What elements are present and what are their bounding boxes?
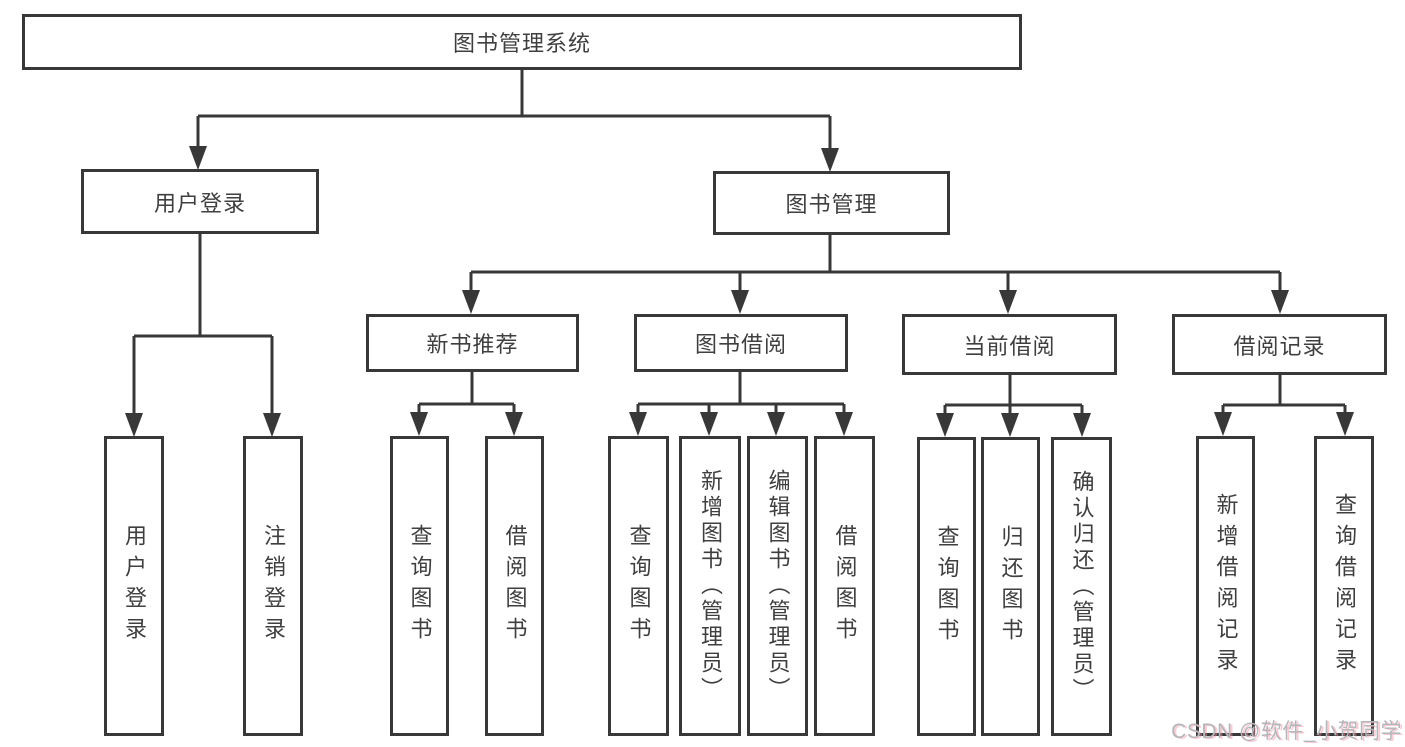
leaf-add-borrow-record: 新增借阅记录: [1196, 436, 1255, 736]
leaf-label: 查询图书: [407, 524, 433, 648]
leaf-edit-book-admin: 编辑图书（管理员）: [747, 436, 808, 736]
leaf-label: 新增图书（管理员）: [698, 469, 723, 703]
node-borrowing-records: 借阅记录: [1172, 314, 1387, 375]
leaf-label: 查询借阅记录: [1332, 493, 1357, 679]
leaf-add-book-admin: 新增图书（管理员）: [679, 436, 741, 736]
leaf-query-books-borrow: 查询图书: [608, 436, 669, 736]
leaf-query-borrow-record: 查询借阅记录: [1314, 436, 1374, 736]
node-label: 当前借阅: [963, 333, 1056, 359]
node-label: 新书推荐: [426, 332, 519, 357]
node-current-borrowing: 当前借阅: [902, 314, 1117, 375]
leaf-label: 用户登录: [122, 524, 147, 648]
leaf-user-login: 用户登录: [104, 436, 164, 736]
leaf-label: 确认归还（管理员）: [1069, 469, 1095, 704]
watermark: CSDN @软件_小贺同学: [1171, 720, 1402, 743]
node-book-management: 图书管理: [713, 171, 950, 235]
node-label: 图书管理: [785, 192, 878, 217]
leaf-label: 新增借阅记录: [1213, 493, 1239, 679]
leaf-query-books-current: 查询图书: [917, 437, 976, 736]
leaf-borrow-books-recommend: 借阅图书: [485, 436, 544, 736]
node-label: 图书借阅: [694, 332, 787, 357]
leaf-label: 查询图书: [934, 524, 960, 649]
leaf-label: 查询图书: [626, 524, 652, 648]
leaf-label: 归还图书: [998, 524, 1024, 649]
node-book-borrowing: 图书借阅: [634, 314, 848, 372]
node-label: 借阅记录: [1233, 333, 1326, 359]
leaf-return-book: 归还图书: [981, 437, 1040, 736]
leaf-logout: 注销登录: [243, 436, 303, 736]
leaf-label: 借阅图书: [832, 524, 858, 648]
node-label: 图书管理系统: [452, 31, 591, 56]
leaf-label: 借阅图书: [502, 524, 528, 648]
leaf-label: 注销登录: [261, 524, 286, 648]
leaf-borrow-books: 借阅图书: [814, 436, 875, 736]
node-label: 用户登录: [153, 190, 246, 216]
node-book-management-system: 图书管理系统: [22, 14, 1022, 70]
leaf-confirm-return-admin: 确认归还（管理员）: [1051, 437, 1112, 736]
leaf-label: 编辑图书（管理员）: [765, 469, 791, 703]
node-user-login: 用户登录: [81, 169, 319, 234]
leaf-query-books-recommend: 查询图书: [390, 436, 449, 736]
node-new-book-recommend: 新书推荐: [366, 314, 579, 372]
